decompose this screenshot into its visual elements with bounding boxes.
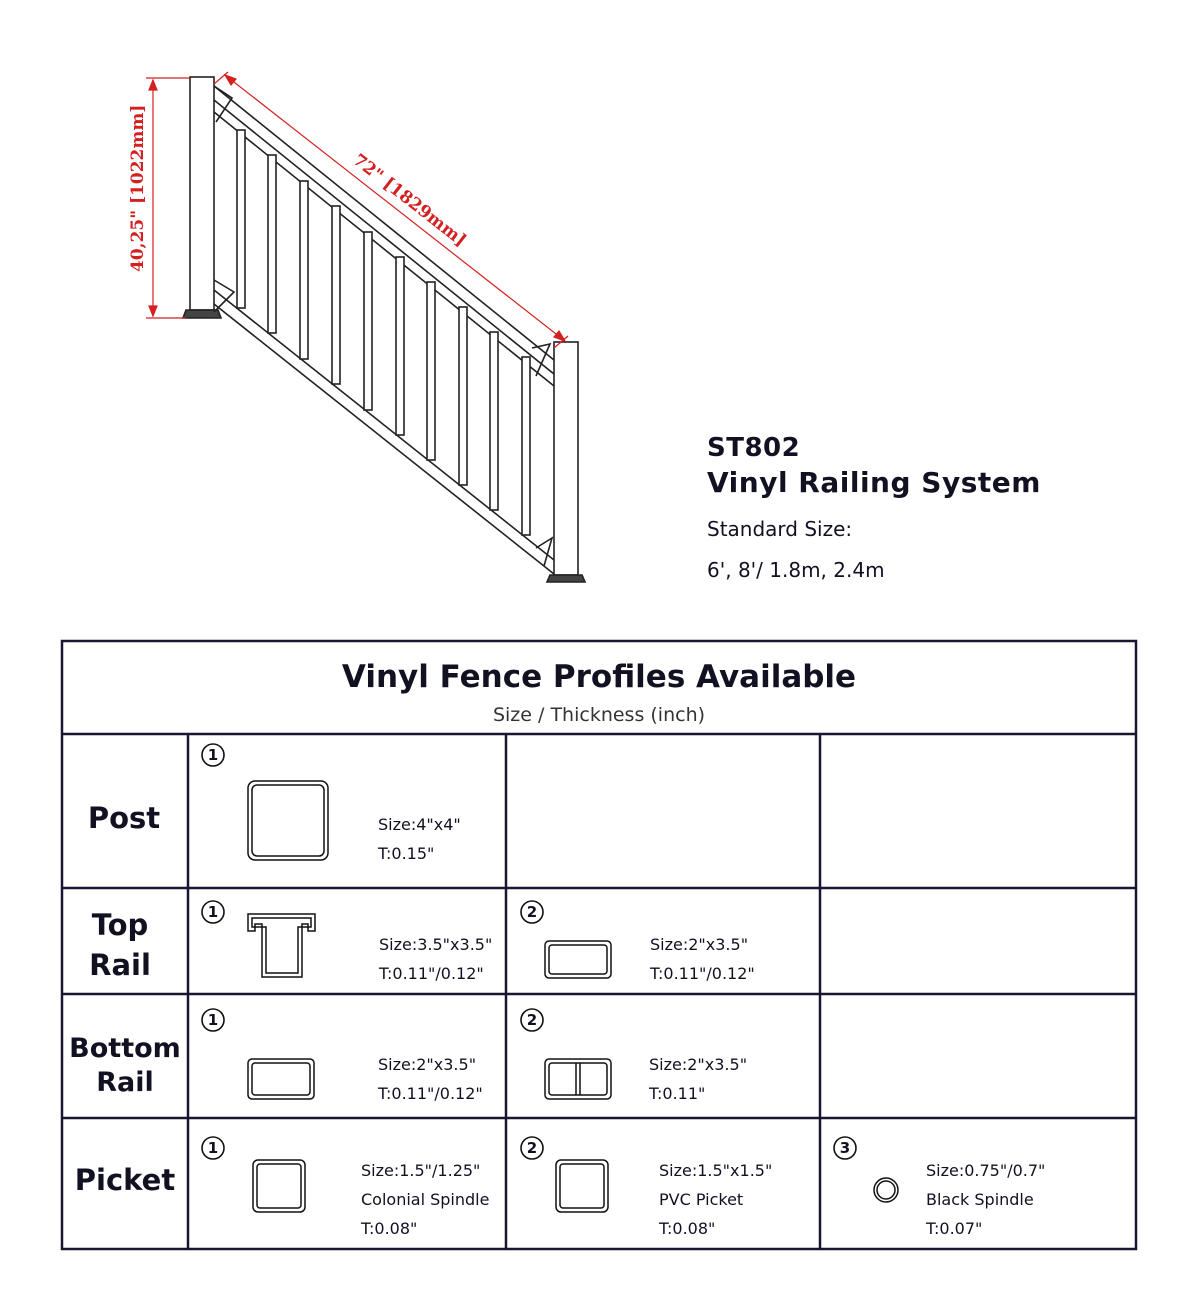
picket-option-2: 2 Size:1.5"x1.5" PVC Picket T:0.08" <box>520 1136 772 1238</box>
product-model: ST802 <box>707 433 801 463</box>
option-number-badge <box>201 1136 225 1160</box>
option-number: 1 <box>208 903 218 921</box>
standard-size-label: Standard Size: <box>707 517 853 541</box>
picket-option-1: 1 Size:1.5"/1.25" Colonial Spindle T:0.0… <box>201 1136 489 1238</box>
square-picket-profile-icon <box>252 1159 306 1213</box>
row-label-post: Post <box>88 801 160 835</box>
spec-size: Size:2"x3.5" <box>378 1055 476 1074</box>
option-number-badge <box>520 1008 544 1032</box>
bottom-rail-option-2: 2 Size:2"x3.5" T:0.11" <box>520 1008 747 1103</box>
pickets <box>236 129 531 536</box>
spec-size: Size:4"x4" <box>378 815 461 834</box>
divided-rail-profile-icon <box>544 1058 612 1100</box>
dimension-lines <box>146 71 569 349</box>
picket <box>521 356 531 536</box>
option-number-badge <box>201 1008 225 1032</box>
picket <box>489 331 499 511</box>
row-label-picket: Picket <box>75 1163 176 1197</box>
stair-railing-drawing: 40,25" [1022mm] 72" [1829mm] <box>128 71 587 583</box>
spec-thickness: T:0.08" <box>658 1219 715 1238</box>
top-rail <box>213 85 555 387</box>
left-post-base <box>181 309 223 319</box>
post-square-profile-icon <box>247 780 329 861</box>
rail-brackets <box>213 85 554 567</box>
spec-type: Colonial Spindle <box>361 1190 489 1209</box>
top-rail-option-2: 2 Size:2"x3.5" T:0.11"/0.12" <box>520 900 755 983</box>
bottom-rail-option-1: 1 Size:2"x3.5" T:0.11"/0.12" <box>201 1008 483 1103</box>
row-label-bottom-rail: Bottom <box>69 1033 181 1064</box>
option-number-badge <box>520 1136 544 1160</box>
table-title: Vinyl Fence Profiles Available <box>342 659 856 695</box>
row-label-top-rail: Rail <box>89 948 151 982</box>
spec-size: Size:3.5"x3.5" <box>379 935 492 954</box>
spec-type: PVC Picket <box>659 1190 743 1209</box>
option-number-badge <box>201 900 225 924</box>
spec-thickness: T:0.11"/0.12" <box>378 964 484 983</box>
option-number: 2 <box>527 1011 537 1029</box>
railing-structure <box>181 76 587 583</box>
picket <box>395 256 405 436</box>
option-number-badge <box>201 743 225 767</box>
spec-thickness: T:0.11"/0.12" <box>377 1084 483 1103</box>
spec-size: Size:1.5"x1.5" <box>659 1161 772 1180</box>
option-number: 1 <box>208 746 218 764</box>
product-name: Vinyl Railing System <box>707 466 1041 499</box>
table-subtitle: Size / Thickness (inch) <box>493 704 705 726</box>
standard-size-values: 6', 8'/ 1.8m, 2.4m <box>707 558 885 582</box>
picket <box>331 205 341 385</box>
right-post-base <box>545 574 587 583</box>
bottom-rail <box>213 289 555 575</box>
spec-thickness: T:0.11"/0.12" <box>649 964 755 983</box>
top-rail-option-1: 1 Size:3.5"x3.5" T:0.11"/0.12" <box>201 900 492 983</box>
option-number: 1 <box>208 1139 218 1157</box>
post-option-1: 1 Size:4"x4" T:0.15" <box>201 743 461 863</box>
spec-size: Size:0.75"/0.7" <box>926 1161 1045 1180</box>
picket <box>363 231 373 411</box>
picket <box>267 154 277 334</box>
spec-thickness: T:0.07" <box>925 1219 982 1238</box>
picket <box>458 306 468 486</box>
rectangle-rail-profile-icon <box>544 940 612 979</box>
spec-thickness: T:0.15" <box>377 844 434 863</box>
option-number: 2 <box>527 903 537 921</box>
round-spindle-profile-icon <box>873 1177 899 1203</box>
option-number-badge <box>520 900 544 924</box>
table-grid <box>60 639 1138 1251</box>
option-number: 3 <box>840 1139 850 1157</box>
spec-size: Size:1.5"/1.25" <box>361 1161 480 1180</box>
left-post <box>189 76 215 311</box>
rectangle-rail-profile-icon <box>247 1058 315 1100</box>
picket <box>426 281 436 461</box>
profiles-table: Vinyl Fence Profiles Available Size / Th… <box>60 639 1138 1251</box>
spec-size: Size:2"x3.5" <box>650 935 748 954</box>
spec-thickness: T:0.08" <box>360 1219 417 1238</box>
picket <box>236 129 246 309</box>
option-number: 2 <box>527 1139 537 1157</box>
height-dimension-label: 40,25" [1022mm] <box>128 105 148 272</box>
row-label-top-rail: Top <box>92 908 149 942</box>
right-post <box>553 341 579 576</box>
spec-type: Black Spindle <box>926 1190 1034 1209</box>
picket-option-3: 3 Size:0.75"/0.7" Black Spindle T:0.07" <box>833 1136 1045 1238</box>
option-number: 1 <box>208 1011 218 1029</box>
picket <box>299 180 309 360</box>
spec-thickness: T:0.11" <box>648 1084 705 1103</box>
row-label-bottom-rail: Rail <box>96 1067 154 1098</box>
spec-size: Size:2"x3.5" <box>649 1055 747 1074</box>
option-number-badge <box>833 1136 857 1160</box>
t-rail-profile-icon <box>247 913 316 978</box>
square-picket-profile-icon <box>555 1159 609 1213</box>
